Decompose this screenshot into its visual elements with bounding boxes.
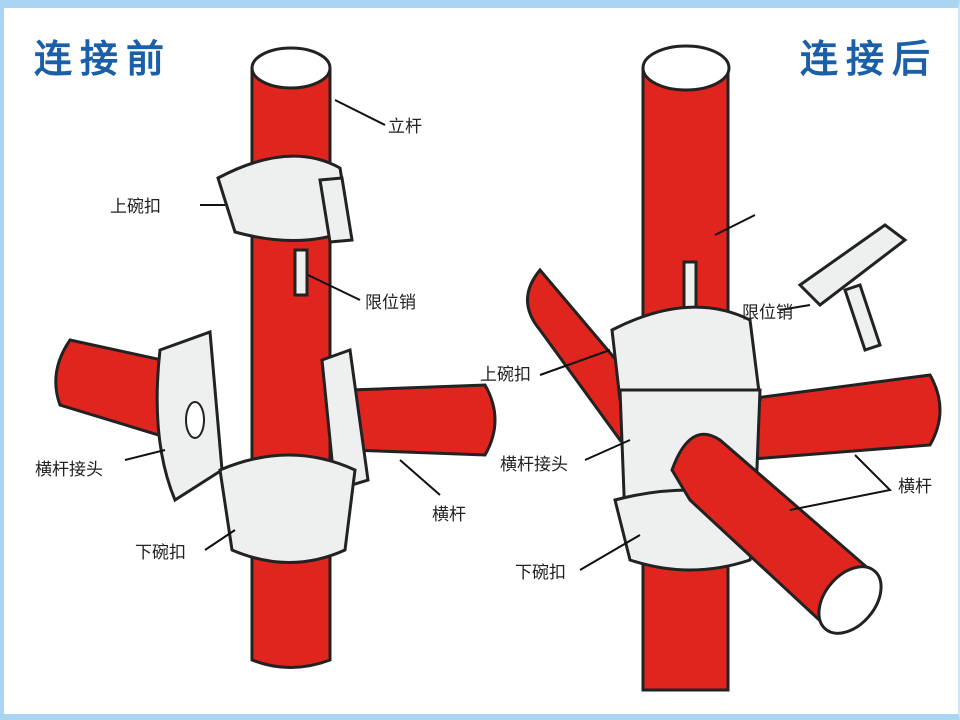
limit-pin <box>293 248 309 297</box>
after-label-crossbar: 横杆 <box>898 477 932 497</box>
after-hammer-head <box>797 223 908 307</box>
before-assembly: 连接前 立杆 上碗扣 限位销 横杆接头 横杆 下碗扣 <box>34 37 497 669</box>
after-label-limit-pin: 限位销 <box>742 303 793 323</box>
after-label-upper-cup: 上碗扣 <box>480 365 531 385</box>
lower-cup <box>218 453 357 564</box>
upper-cup-lug <box>318 176 354 244</box>
after-hammer-handle <box>843 283 882 352</box>
upright-top-end <box>250 46 332 90</box>
before-label-joint: 横杆接头 <box>35 460 103 480</box>
after-label-lower-cup: 下碗扣 <box>515 563 566 583</box>
after-title: 连接后 <box>800 37 938 81</box>
after-label-joint: 横杆接头 <box>500 455 568 475</box>
before-label-limit-pin: 限位销 <box>365 293 416 313</box>
after-assembly: 连接后 限位销 上碗扣 横杆接头 横杆 下碗扣 <box>480 37 942 692</box>
before-label-crossbar: 横杆 <box>432 505 466 525</box>
after-upright-top-end <box>641 44 731 92</box>
after-front-crossbar-end <box>817 565 883 635</box>
before-label-upright: 立杆 <box>388 117 422 137</box>
right-crossbar-pipe <box>348 383 497 457</box>
before-label-upper-cup: 上碗扣 <box>110 197 161 217</box>
after-right-crossbar <box>738 373 942 462</box>
before-label-lower-cup: 下碗扣 <box>135 543 186 563</box>
crossbar-joint-right <box>320 347 370 492</box>
before-title: 连接前 <box>34 37 172 81</box>
left-crossbar-pipe <box>54 338 187 442</box>
after-limit-pin <box>682 260 698 314</box>
